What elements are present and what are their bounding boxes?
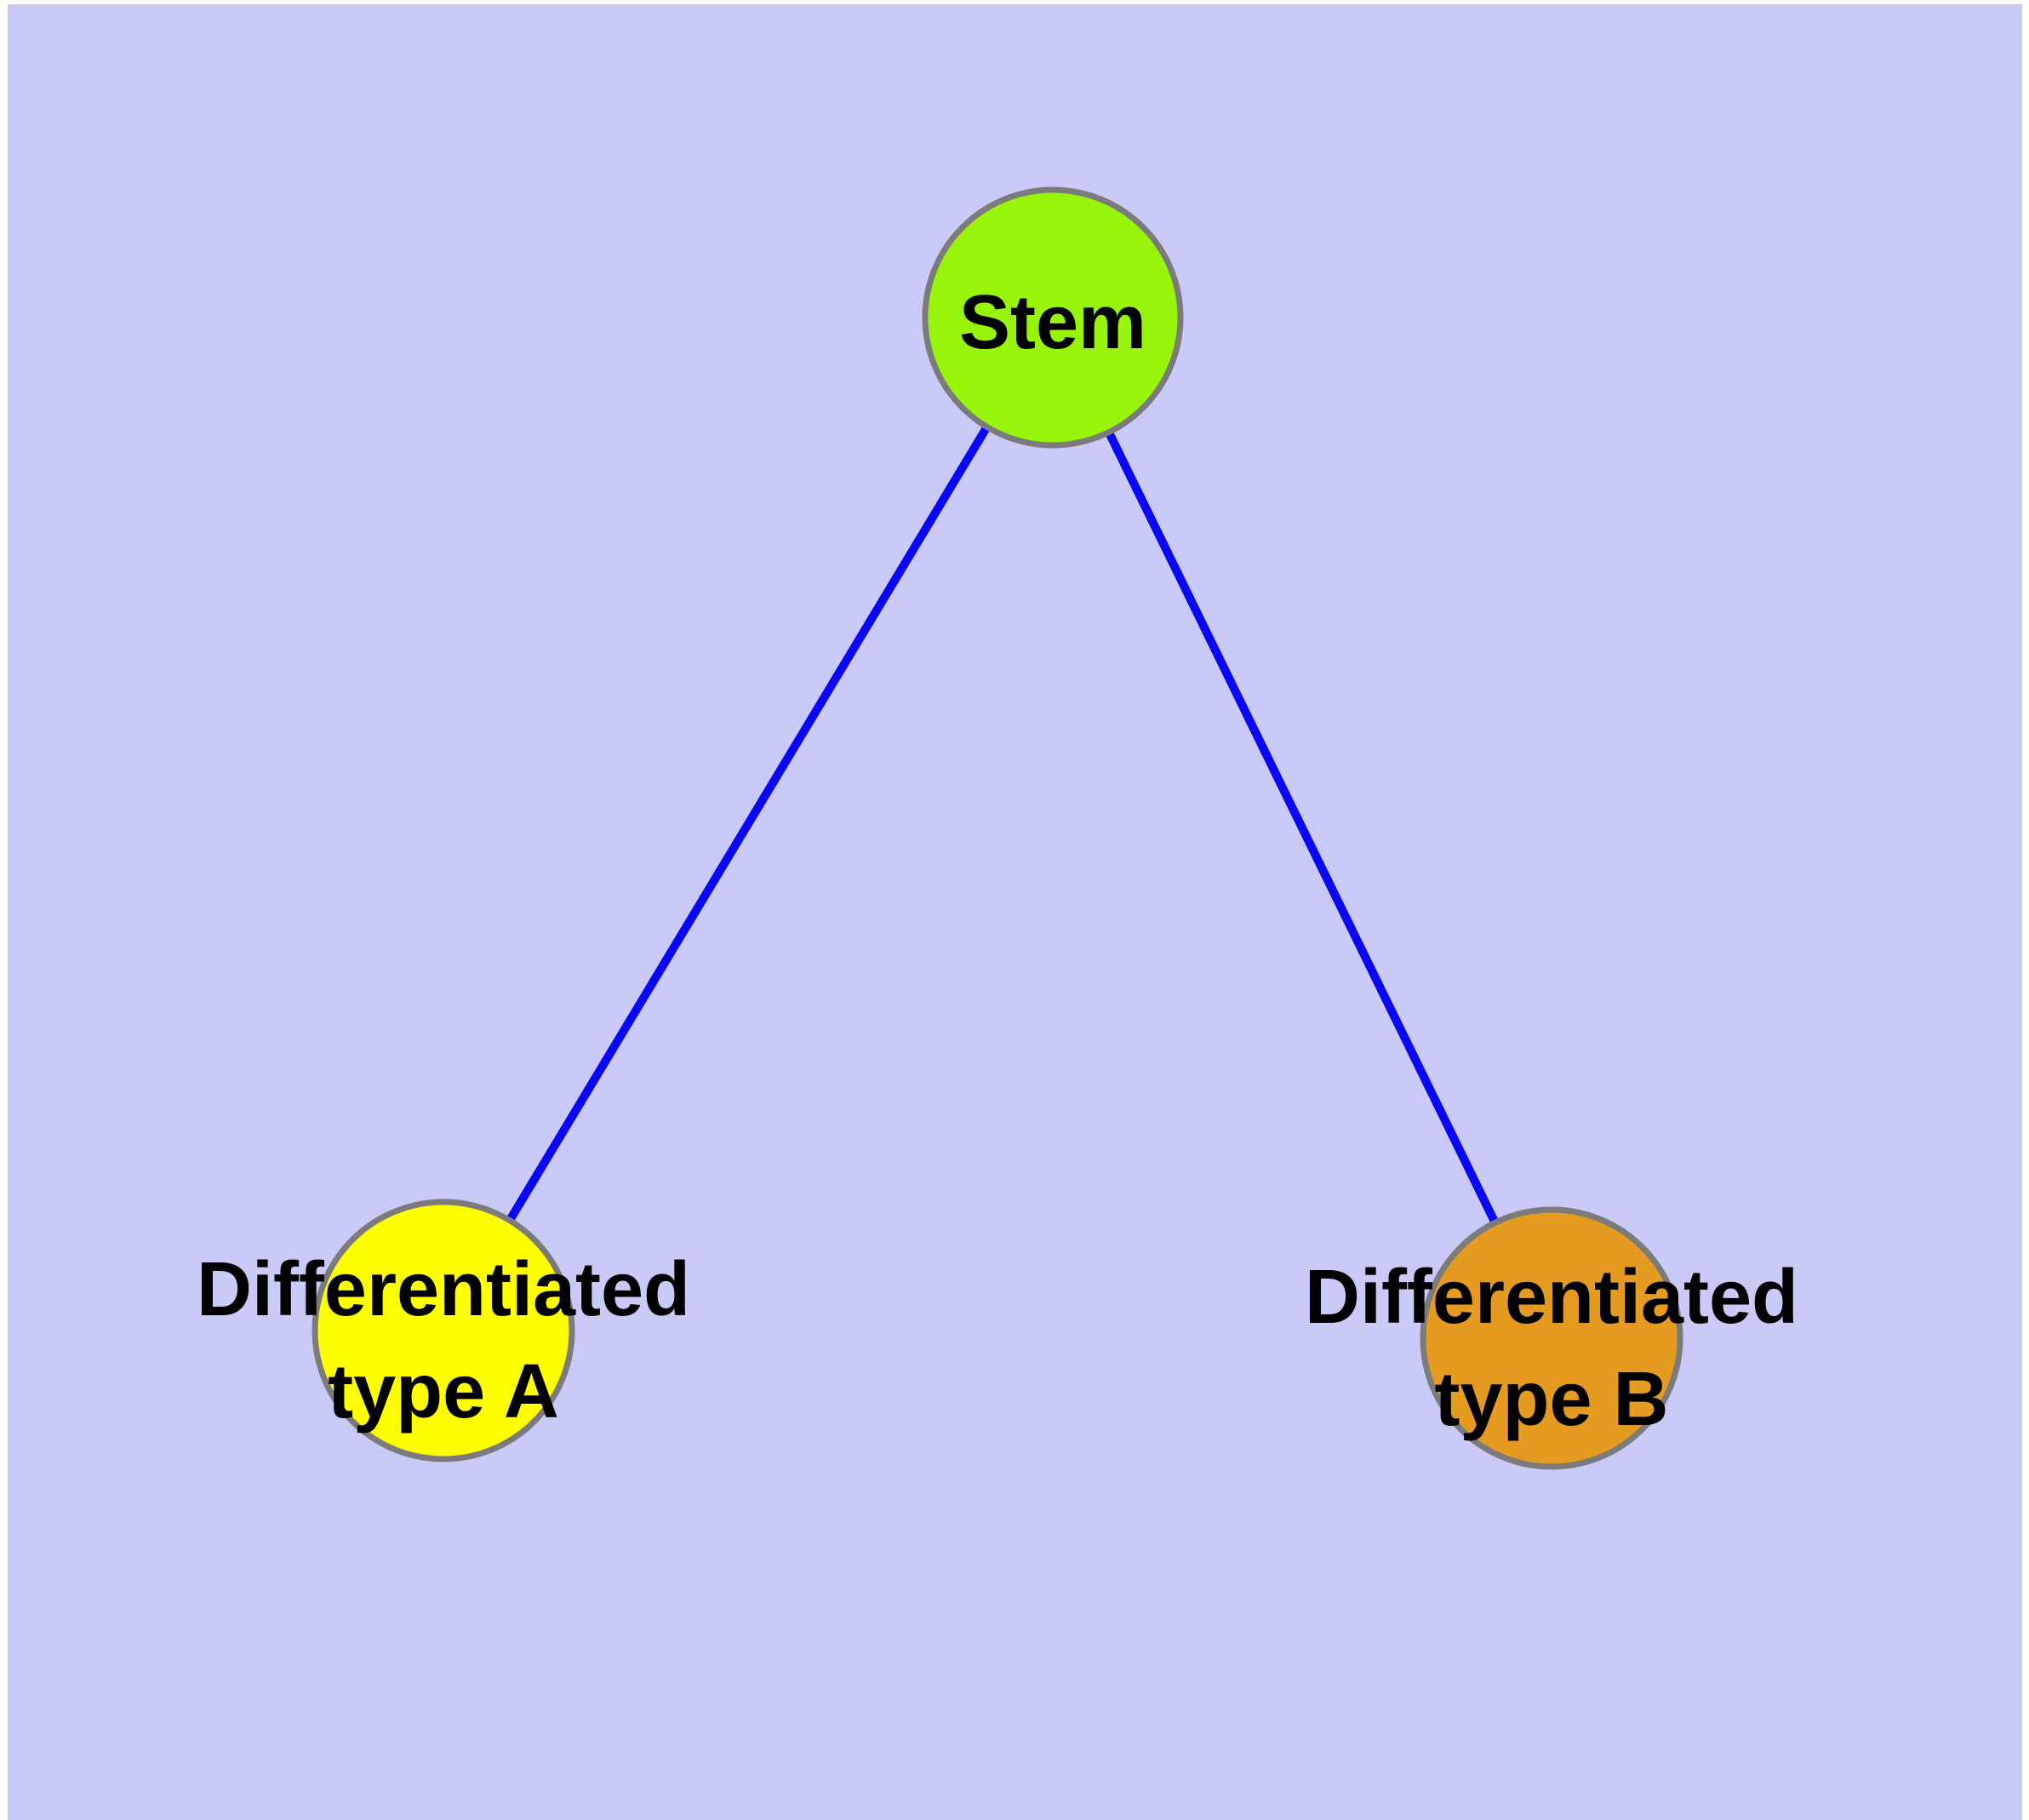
node-differentiated-type-a-label-line2: type A bbox=[328, 1349, 559, 1434]
node-differentiated-type-b: Differentiated type B bbox=[1305, 1206, 1798, 1470]
edges bbox=[439, 315, 1556, 1341]
node-differentiated-type-b-circle bbox=[1420, 1206, 1683, 1470]
node-differentiated-type-a-label-line1: Differentiated bbox=[197, 1247, 690, 1332]
node-differentiated-type-a: Differentiated type A bbox=[197, 1199, 690, 1462]
node-stem: Stem bbox=[922, 186, 1184, 449]
edge-stem-to-type-b bbox=[1049, 315, 1556, 1341]
edge-stem-to-type-a bbox=[439, 315, 1057, 1333]
node-differentiated-type-a-circle bbox=[311, 1199, 575, 1462]
node-differentiated-type-b-label-line2: type B bbox=[1434, 1357, 1668, 1442]
node-differentiated-type-b-label-line1: Differentiated bbox=[1305, 1255, 1798, 1340]
node-stem-label: Stem bbox=[959, 280, 1146, 365]
node-stem-circle bbox=[922, 186, 1184, 449]
